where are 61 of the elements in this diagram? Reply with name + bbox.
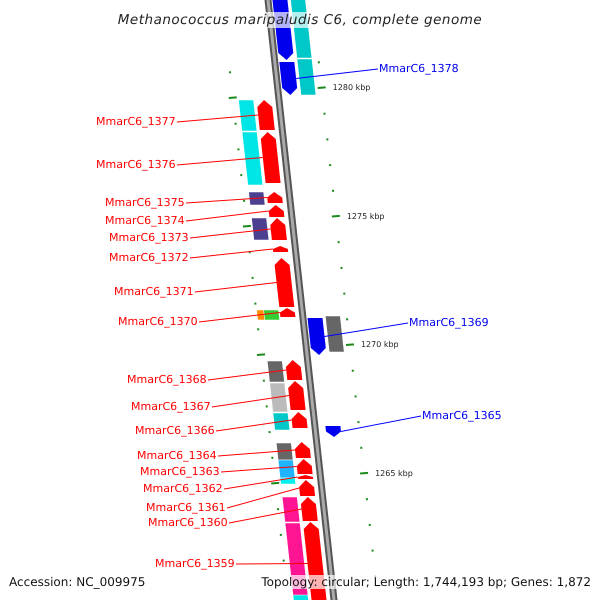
leader-line	[220, 466, 298, 472]
gene-label: MmarC6_1367	[131, 400, 211, 413]
leader-line	[226, 488, 300, 508]
gene-label: MmarC6_1368	[127, 373, 207, 386]
leader-line	[224, 476, 298, 490]
leader-line	[296, 68, 378, 79]
gene-marker	[279, 62, 298, 95]
gene-label: MmarC6_1365	[422, 409, 502, 422]
leader-line	[212, 395, 290, 408]
scale-label: 1275 kbp	[346, 212, 385, 222]
gene-marker	[308, 318, 326, 355]
leader-line	[186, 210, 270, 222]
diagram-title: Methanococcus maripaludis C6, complete genome	[118, 12, 482, 28]
gene-marker	[286, 360, 302, 380]
leader-line	[216, 420, 292, 432]
leader-line	[340, 416, 422, 432]
gene-label: MmarC6_1372	[109, 251, 189, 264]
leader-line	[198, 312, 280, 322]
gene-marker	[325, 426, 341, 437]
gene-label: MmarC6_1366	[135, 424, 215, 437]
gene-label: MmarC6_1363	[140, 465, 220, 478]
gene-label: MmarC6_1364	[137, 449, 217, 462]
gene-label: MmarC6_1373	[109, 231, 189, 244]
gene-label: MmarC6_1376	[96, 158, 176, 171]
leader-line	[186, 197, 268, 204]
gene-label: MmarC6_1370	[118, 315, 198, 328]
leader-line	[228, 508, 302, 524]
leader-line	[190, 248, 274, 258]
gene-marker	[260, 132, 281, 183]
gene-marker	[257, 100, 275, 130]
gene-label: MmarC6_1375	[105, 196, 185, 209]
gene-label: MmarC6_1360	[148, 516, 228, 529]
gene-label: MmarC6_1359	[155, 557, 235, 570]
leader-line	[218, 450, 296, 456]
scale-label: 1265 kbp	[375, 468, 413, 478]
leader-line	[176, 114, 259, 122]
footer-text: Accession: NC_009975	[9, 575, 146, 589]
leader-line	[194, 282, 278, 292]
gene-marker	[294, 442, 311, 458]
scale-label: 1280 kbp	[332, 83, 370, 93]
gene-label: MmarC6_1377	[96, 115, 176, 128]
leader-line	[324, 322, 408, 337]
footer-text: Topology: circular; Length: 1,744,193 bp; Genes: 1,872	[261, 575, 591, 589]
gene-label: MmarC6_1371	[114, 285, 194, 298]
gene-marker	[288, 381, 306, 410]
scale-label: 1270 kbp	[360, 340, 399, 350]
gene-label: MmarC6_1378	[379, 62, 459, 75]
gene-marker	[268, 205, 284, 217]
gene-marker	[267, 192, 283, 203]
gene-marker	[272, 246, 288, 252]
gene-label: MmarC6_1361	[146, 501, 226, 514]
gene-label: MmarC6_1362	[143, 482, 223, 495]
gene-marker	[270, 218, 287, 240]
leader-line	[208, 370, 287, 380]
leader-line	[176, 157, 264, 166]
gene-marker	[292, 412, 308, 428]
gene-label: MmarC6_1369	[409, 316, 489, 329]
leader-line	[190, 228, 272, 238]
gene-marker	[300, 497, 318, 521]
leader-line	[236, 563, 308, 564]
gene-label: MmarC6_1374	[105, 214, 185, 227]
